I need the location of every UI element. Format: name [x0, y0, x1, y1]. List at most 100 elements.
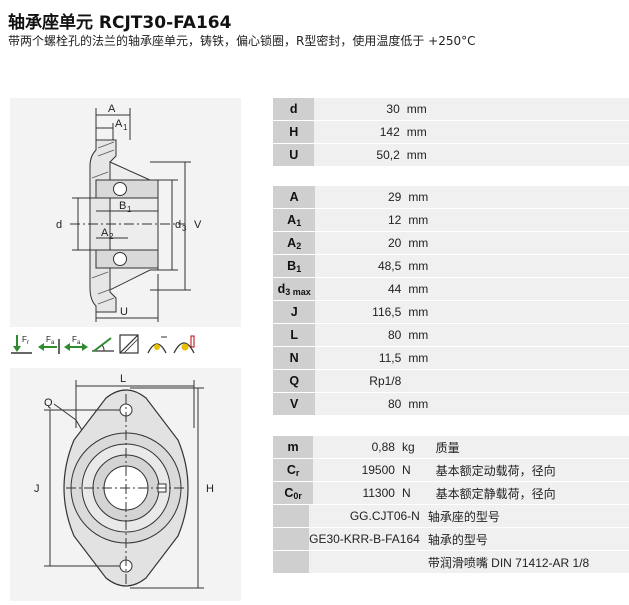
label-A2-sub: 2 [109, 232, 114, 241]
param-value: Rp1/8 [315, 369, 406, 393]
param-unit: mm [405, 208, 441, 232]
param-key: H [273, 120, 315, 144]
temperature-icon [173, 335, 195, 354]
param-unit: mm [405, 300, 441, 324]
param-value: 29 [315, 186, 406, 209]
param-description [440, 277, 629, 301]
param-description [440, 346, 629, 370]
param-symbol: d [277, 281, 286, 296]
designation-key [273, 550, 310, 574]
param-value: 80 [315, 392, 406, 416]
param-value: 30 [314, 98, 404, 121]
param-symbol: m [287, 440, 299, 454]
spec-description: 基本额定动载荷，径向 [431, 458, 629, 482]
label-Q: Q [44, 397, 53, 409]
param-symbol-sub: 0r [293, 490, 302, 501]
param-symbol: A [287, 235, 297, 250]
param-symbol: V [290, 397, 299, 411]
param-description [440, 300, 629, 324]
designation-key [273, 527, 310, 551]
param-description [440, 369, 629, 393]
param-description [439, 120, 629, 144]
param-unit: mm [405, 346, 441, 370]
param-description [440, 208, 629, 232]
param-symbol: L [290, 328, 298, 342]
axial-load-left-icon: F a [38, 335, 60, 354]
param-unit: mm [405, 186, 441, 209]
designation-value: GE30-KRR-B-FA164 [309, 527, 424, 551]
param-value: 44 [315, 277, 406, 301]
param-key: L [273, 323, 316, 347]
param-description [440, 323, 629, 347]
front-view-drawing: L Q J H [34, 373, 214, 589]
param-key: d [273, 98, 315, 121]
param-key: U [273, 143, 315, 167]
label-B1: B [119, 200, 126, 212]
spec-value: 0,88 [313, 436, 399, 459]
spec-description: 基本额定静载荷，径向 [431, 481, 629, 505]
label-d3: d [175, 219, 181, 231]
param-key: B1 [273, 254, 316, 278]
param-symbol-sub: r [295, 467, 300, 478]
param-symbol: Q [289, 374, 300, 388]
label-U: U [120, 306, 128, 318]
table-row: Q Rp1/8 [273, 369, 629, 393]
fr-label-sub: r [27, 340, 29, 346]
param-symbol: H [289, 125, 299, 139]
fr-label: F [22, 335, 27, 344]
param-symbol: C [284, 485, 294, 500]
load-direction-icons: F r F a F a [10, 333, 200, 355]
label-A2: A [101, 227, 109, 239]
param-symbol-sub: 1 [296, 263, 302, 274]
param-value: 12 [315, 208, 406, 232]
param-unit: mm [405, 323, 441, 347]
label-V: V [194, 219, 202, 231]
param-value: 80 [315, 323, 406, 347]
label-B1-sub: 1 [127, 205, 132, 214]
designation-description: 轴承的型号 [423, 527, 629, 551]
designation-description: 带润滑喷嘴 DIN 71412-AR 1/8 [423, 550, 629, 574]
param-unit: mm [403, 120, 440, 144]
param-unit [405, 369, 441, 393]
fa1-label-sub: a [51, 340, 55, 346]
param-symbol: B [287, 258, 297, 273]
label-H: H [206, 483, 214, 495]
param-symbol: d [289, 102, 298, 116]
label-J: J [34, 483, 40, 495]
param-symbol: U [289, 148, 299, 162]
param-value: 50,2 [314, 143, 404, 167]
relubrication-icon [147, 336, 167, 354]
param-symbol-sub: 1 [296, 217, 302, 228]
fa1-label: F [46, 335, 51, 344]
param-symbol: C [286, 462, 296, 477]
param-value: 48,5 [315, 254, 406, 278]
label-L: L [120, 373, 126, 385]
param-key: Q [273, 369, 316, 393]
spec-value: 19500 [313, 458, 399, 482]
param-unit: mm [405, 254, 441, 278]
fa2-label-sub: a [77, 340, 81, 346]
param-symbol-sub: 3 max [285, 286, 311, 297]
designation-value [309, 550, 424, 574]
param-key: m [273, 436, 314, 459]
front-view-drawing-panel: L Q J H [10, 368, 241, 601]
radial-load-icon: F r [11, 335, 32, 354]
param-key: A [273, 186, 316, 209]
param-symbol: J [290, 305, 298, 319]
param-description [439, 98, 629, 121]
